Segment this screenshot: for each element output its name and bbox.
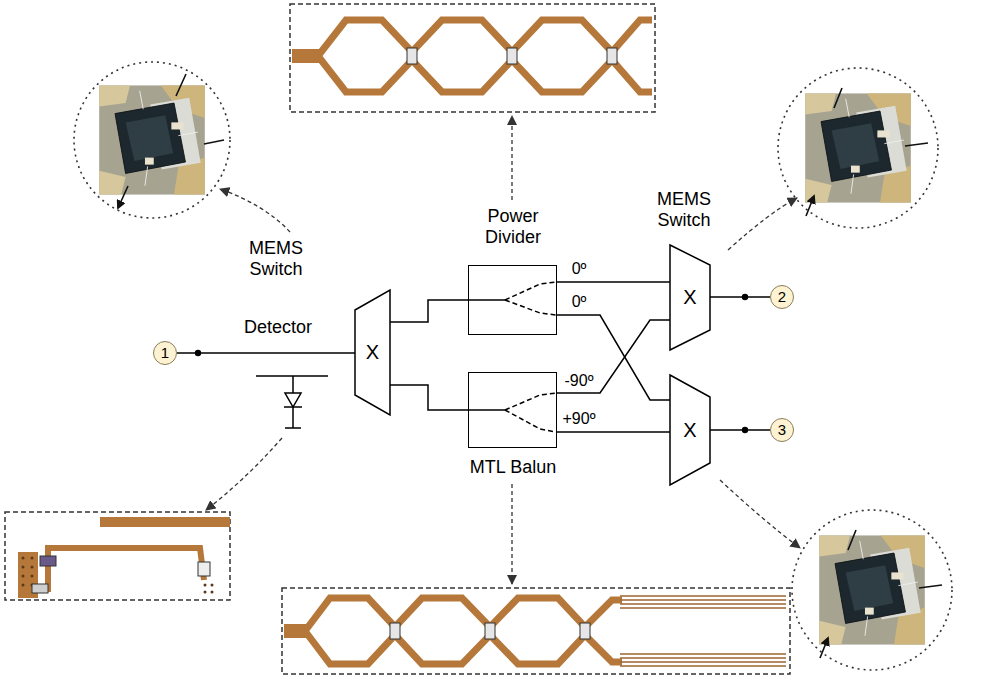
copper-trace	[292, 49, 320, 63]
mems-chip-photo	[819, 535, 925, 644]
phase-label: 0º	[570, 260, 589, 278]
switch-trapezoid	[355, 290, 390, 415]
component-label: MEMS Switch	[234, 238, 318, 279]
coupled-lines	[620, 596, 786, 666]
inset-frame	[290, 4, 655, 112]
inset-frame	[282, 588, 790, 674]
mems-switch: MEMS SwitchX	[355, 290, 390, 415]
chip-photo-inset	[778, 68, 938, 228]
switch-symbol: X	[683, 419, 696, 442]
capacitor-component	[32, 584, 48, 593]
inset-circle	[74, 62, 230, 218]
copper-trace	[305, 598, 622, 631]
switch-trapezoid	[670, 245, 710, 350]
port-arrow	[820, 530, 942, 658]
signal-line	[710, 429, 770, 431]
inset-circle	[792, 510, 952, 670]
component-label: MEMS Switch	[642, 189, 726, 230]
copper-trace	[318, 20, 652, 56]
copper-trace	[48, 548, 204, 592]
signal-line	[710, 296, 770, 298]
copper-trace	[100, 517, 230, 527]
diode-symbol	[256, 376, 328, 428]
resistor-component	[198, 562, 210, 576]
phase-label: -90º	[563, 372, 596, 390]
port-arrow	[806, 88, 928, 216]
signal-line	[177, 352, 355, 354]
copper-trace	[318, 56, 652, 92]
balun-box: MTL Balun	[468, 372, 557, 448]
mems-switch: X	[670, 375, 710, 485]
port-arrow	[118, 74, 224, 208]
phase-label: 0º	[570, 293, 589, 311]
port-circle: 3	[770, 418, 794, 442]
phase-label: +90º	[561, 410, 598, 428]
signal-line	[557, 281, 670, 283]
port-number: 1	[161, 344, 169, 361]
detector-label: Detector	[244, 317, 312, 338]
mems-switch: MEMS SwitchX	[670, 245, 710, 350]
signal-line	[557, 431, 670, 433]
terminal-dot	[195, 294, 748, 433]
via-holes	[22, 557, 214, 594]
switch-symbol: X	[683, 286, 696, 309]
signal-line	[390, 300, 468, 322]
port-number: 3	[778, 421, 786, 438]
detector-pcb-inset	[5, 512, 230, 600]
switch-symbol: X	[366, 341, 379, 364]
signal-line	[557, 320, 670, 393]
inset-circle	[778, 68, 938, 228]
chip-photo-inset	[792, 510, 952, 670]
port-number: 2	[778, 288, 786, 305]
resistor-component	[407, 48, 617, 64]
resistor-component	[390, 623, 590, 639]
port-circle: 1	[153, 341, 177, 365]
component-label: Power Divider	[471, 206, 555, 247]
port-circle: 2	[770, 285, 794, 309]
component-label: MTL Balun	[453, 457, 573, 478]
switch-trapezoid	[670, 375, 710, 485]
signal-line	[557, 315, 670, 400]
leader-arrow	[206, 116, 800, 584]
copper-trace	[305, 631, 622, 664]
divider-pcb-inset	[290, 4, 655, 112]
power-divider-box: Power Divider	[468, 265, 557, 335]
signal-line	[390, 385, 468, 410]
balun-pcb-inset	[282, 588, 790, 674]
mems-chip-photo	[99, 85, 205, 194]
chip-photo-inset	[74, 62, 230, 218]
inset-frame	[5, 512, 230, 600]
internal-split	[469, 300, 505, 410]
internal-split	[505, 282, 556, 432]
diode-component	[40, 556, 56, 566]
mems-chip-photo	[805, 93, 911, 202]
